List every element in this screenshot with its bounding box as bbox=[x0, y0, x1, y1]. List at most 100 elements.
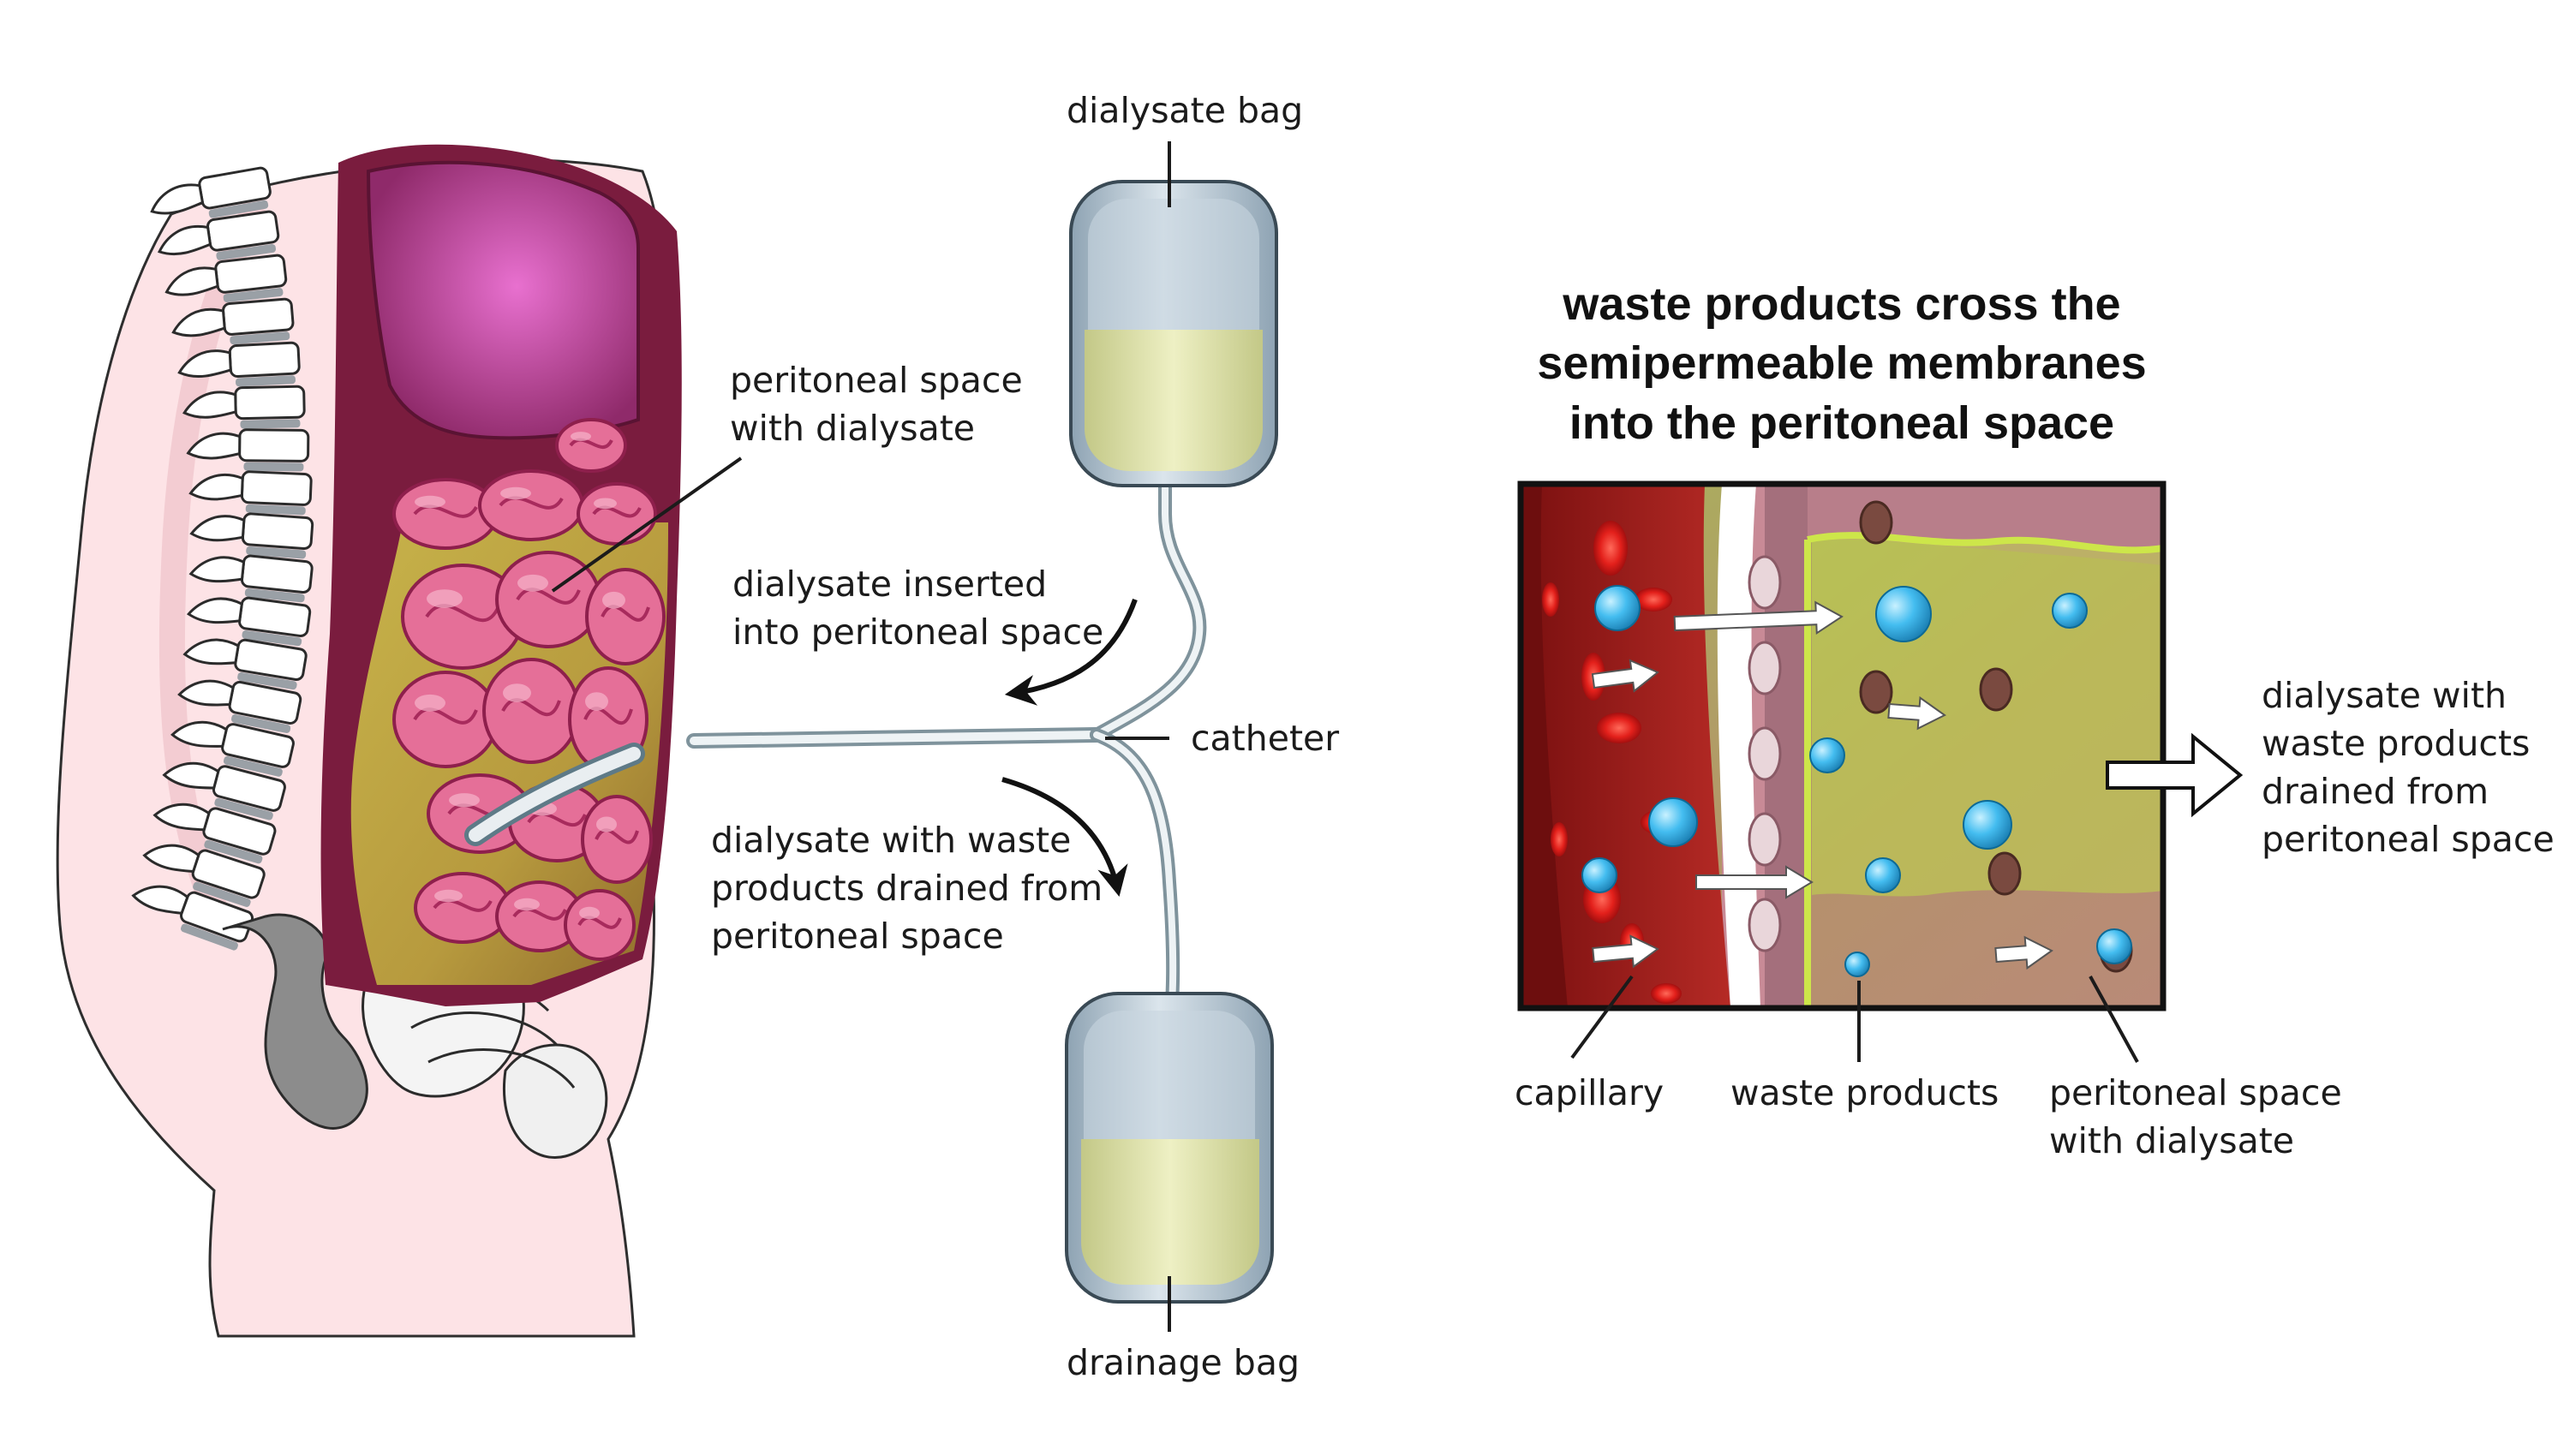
waste-products-text: waste products bbox=[1730, 1072, 1999, 1113]
intestine-fold bbox=[501, 698, 561, 717]
intestine-loop bbox=[392, 671, 499, 768]
vertebra bbox=[152, 803, 277, 864]
intestine-fold bbox=[592, 505, 642, 518]
dialysate-drained-line-2: products drained from bbox=[711, 868, 1103, 909]
dialysate-bag-label: dialysate bag bbox=[1067, 90, 1303, 131]
tissue-pore bbox=[1859, 500, 1893, 545]
intestine-highlight bbox=[571, 432, 591, 441]
outflow-line-2: waste products bbox=[2262, 723, 2530, 764]
intestine-highlight bbox=[602, 591, 625, 609]
intestine-highlight bbox=[415, 495, 445, 509]
intestine-fold bbox=[425, 604, 500, 623]
intestine-loop bbox=[555, 418, 627, 473]
intestine-highlight bbox=[514, 898, 540, 911]
intestine-fold bbox=[413, 707, 478, 725]
waste-particle bbox=[1581, 857, 1617, 893]
red-blood-cell bbox=[1542, 582, 1559, 617]
catheter-label: catheter bbox=[1105, 718, 1339, 759]
membrane-detail-panel bbox=[1517, 480, 2167, 1011]
intestine-highlight bbox=[449, 793, 480, 808]
abdomen-cross-section bbox=[56, 144, 682, 1338]
vertebra bbox=[188, 470, 313, 516]
flow-arrow bbox=[1591, 659, 1659, 693]
intestine-highlight bbox=[500, 486, 531, 500]
outflow-arrow bbox=[1001, 777, 1128, 898]
vertebra bbox=[171, 297, 295, 345]
waste-particle bbox=[1844, 952, 1870, 977]
membrane-pore bbox=[1748, 726, 1782, 781]
intestine-fold bbox=[569, 438, 613, 449]
intestine-fold bbox=[433, 898, 493, 912]
drainage-bag-label: drainage bag bbox=[1067, 1342, 1300, 1383]
peritoneal-space-label: peritoneal space with dialysate bbox=[551, 360, 1023, 593]
intestine-fold bbox=[583, 707, 633, 725]
drain-outflow-arrow bbox=[2106, 732, 2244, 818]
outflow-line-1: dialysate with bbox=[2262, 675, 2507, 716]
capillary-label: capillary bbox=[1515, 975, 1664, 1113]
intestine-loop bbox=[581, 795, 653, 884]
flow-arrow bbox=[1887, 695, 1946, 731]
red-blood-cell bbox=[1635, 588, 1672, 612]
vertebra bbox=[164, 254, 288, 303]
vertebra bbox=[170, 720, 295, 777]
vertebra bbox=[142, 844, 266, 907]
vertebra bbox=[131, 885, 254, 951]
detail-title-line-2: semipermeable membranes bbox=[1537, 337, 2146, 389]
intestine-fold bbox=[512, 907, 567, 921]
dialysate-bag bbox=[1069, 141, 1278, 487]
intestine-loop bbox=[564, 889, 636, 961]
intestine-fold bbox=[577, 916, 622, 929]
intestine-loop bbox=[414, 872, 511, 944]
dialysate-drained-line-3: peritoneal space bbox=[711, 916, 1004, 957]
vertebra bbox=[150, 166, 272, 218]
red-blood-cell bbox=[1551, 822, 1568, 856]
intestine-highlight bbox=[596, 816, 617, 832]
intestine-loop bbox=[482, 658, 580, 764]
intestine-highlight bbox=[594, 498, 617, 510]
waste-particle bbox=[2052, 593, 2088, 629]
membrane-pore bbox=[1748, 641, 1782, 695]
vertebra bbox=[182, 638, 308, 690]
tissue-pore bbox=[1859, 670, 1893, 714]
flow-arrow bbox=[1695, 865, 1814, 899]
vertebra bbox=[177, 679, 302, 733]
intestine-fold bbox=[499, 496, 564, 510]
detail-peritoneal-line-1: peritoneal space bbox=[2049, 1072, 2342, 1113]
intestine-fold bbox=[516, 588, 581, 605]
vertebra bbox=[157, 210, 280, 260]
intestine-highlight bbox=[427, 589, 463, 608]
intestine-highlight bbox=[585, 692, 608, 711]
drainage-bag bbox=[1065, 992, 1274, 1332]
flow-arrow bbox=[1673, 600, 1844, 636]
waste-particle bbox=[1875, 586, 1932, 642]
upper-organ bbox=[366, 160, 640, 440]
dialysate-drained-line-1: dialysate with waste bbox=[711, 820, 1071, 861]
dialysate-inserted-line-1: dialysate inserted bbox=[732, 564, 1047, 605]
detail-peritoneal-line-2: with dialysate bbox=[2049, 1120, 2294, 1161]
outflow-line-3: drained from bbox=[2262, 771, 2489, 812]
detail-title: waste products cross the semipermeable m… bbox=[1537, 278, 2146, 449]
membrane-pore bbox=[1748, 898, 1782, 952]
vertebra bbox=[177, 341, 301, 387]
intestine-loop bbox=[585, 568, 666, 665]
waste-particle bbox=[1648, 797, 1698, 847]
membrane-pore bbox=[1748, 555, 1782, 610]
intestine-highlight bbox=[517, 574, 548, 592]
waste-products-label: waste products bbox=[1730, 981, 1999, 1113]
inflow-arrow bbox=[1004, 598, 1138, 706]
flow-arrow bbox=[1592, 934, 1659, 969]
vertebra bbox=[162, 761, 286, 820]
intestine-highlight bbox=[415, 694, 445, 712]
dialysate-inserted-line-2: into peritoneal space bbox=[732, 612, 1103, 653]
intestine-fold bbox=[413, 504, 478, 518]
vertebra bbox=[186, 428, 310, 472]
membrane-pore bbox=[1748, 812, 1782, 867]
tissue-pore bbox=[1979, 667, 2013, 712]
waste-particle bbox=[1963, 800, 2012, 850]
red-blood-cell bbox=[1651, 983, 1682, 1004]
catheter-tubing bbox=[686, 473, 1207, 1009]
intestine-fold bbox=[527, 812, 587, 827]
intestine-fold bbox=[595, 828, 639, 844]
catheter-text: catheter bbox=[1191, 718, 1339, 759]
peritoneal-space-line-1: peritoneal space bbox=[730, 360, 1023, 401]
